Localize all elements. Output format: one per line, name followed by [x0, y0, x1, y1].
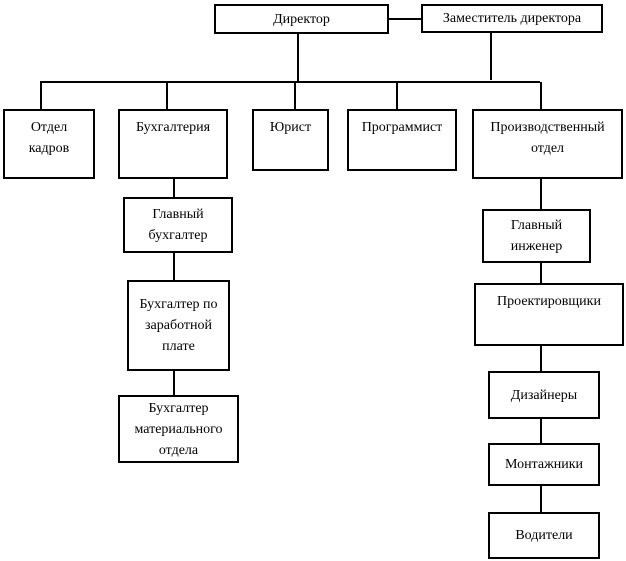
chief-accountant-box: Главный бухгалтер: [123, 197, 233, 253]
programmer-box: Программист: [347, 109, 457, 171]
director-label: Директор: [273, 11, 330, 27]
project-designers-label: Проектировщики: [497, 294, 601, 309]
installers-label: Монтажники: [504, 457, 584, 472]
lawyer-drop-line: [294, 82, 296, 110]
director-deputy-connector: [387, 18, 422, 20]
lawyer-box: Юрист: [252, 109, 329, 171]
deputy-director-box: Заместитель директора: [421, 4, 603, 33]
accounting-chain-line-1: [173, 178, 175, 198]
production-chain-line-4: [540, 418, 542, 444]
lawyer-label: Юрист: [269, 120, 312, 135]
chief-engineer-label: Главный инженер: [510, 218, 563, 254]
accounting-box: Бухгалтерия: [118, 109, 228, 179]
chief-accountant-label: Главный бухгалтер: [148, 207, 208, 243]
hr-department-label: Отдел кадров: [28, 120, 70, 156]
accounting-label: Бухгалтерия: [135, 120, 211, 135]
project-designers-box: Проектировщики: [474, 283, 624, 346]
chief-engineer-box: Главный инженер: [482, 209, 591, 263]
materials-accountant-label: Бухгалтер материального отдела: [134, 400, 223, 458]
hr-department-box: Отдел кадров: [3, 109, 95, 179]
accounting-chain-line-3: [173, 370, 175, 396]
director-down-line: [297, 32, 299, 82]
deputy-down-line: [490, 32, 492, 80]
accounting-drop-line: [166, 82, 168, 110]
production-chain-line-3: [540, 345, 542, 372]
production-drop-line: [540, 82, 542, 110]
materials-accountant-box: Бухгалтер материального отдела: [118, 395, 239, 463]
production-chain-line-1: [540, 178, 542, 210]
production-chain-line-5: [540, 485, 542, 513]
designers-label: Дизайнеры: [510, 387, 578, 403]
hr-drop-line: [40, 82, 42, 110]
drivers-box: Водители: [488, 512, 600, 559]
production-department-label: Производственный отдел: [490, 120, 605, 156]
payroll-accountant-box: Бухгалтер по заработной плате: [127, 280, 230, 371]
designers-box: Дизайнеры: [488, 371, 600, 419]
programmer-drop-line: [396, 82, 398, 110]
production-department-box: Производственный отдел: [472, 109, 623, 179]
payroll-accountant-label: Бухгалтер по заработной плате: [139, 297, 218, 354]
production-chain-line-2: [540, 262, 542, 284]
programmer-label: Программист: [361, 120, 443, 135]
accounting-chain-line-2: [173, 252, 175, 281]
director-box: Директор: [214, 4, 389, 34]
department-bus-line: [40, 81, 540, 83]
drivers-label: Водители: [515, 528, 573, 543]
deputy-director-label: Заместитель директора: [442, 11, 582, 26]
installers-box: Монтажники: [488, 443, 600, 486]
